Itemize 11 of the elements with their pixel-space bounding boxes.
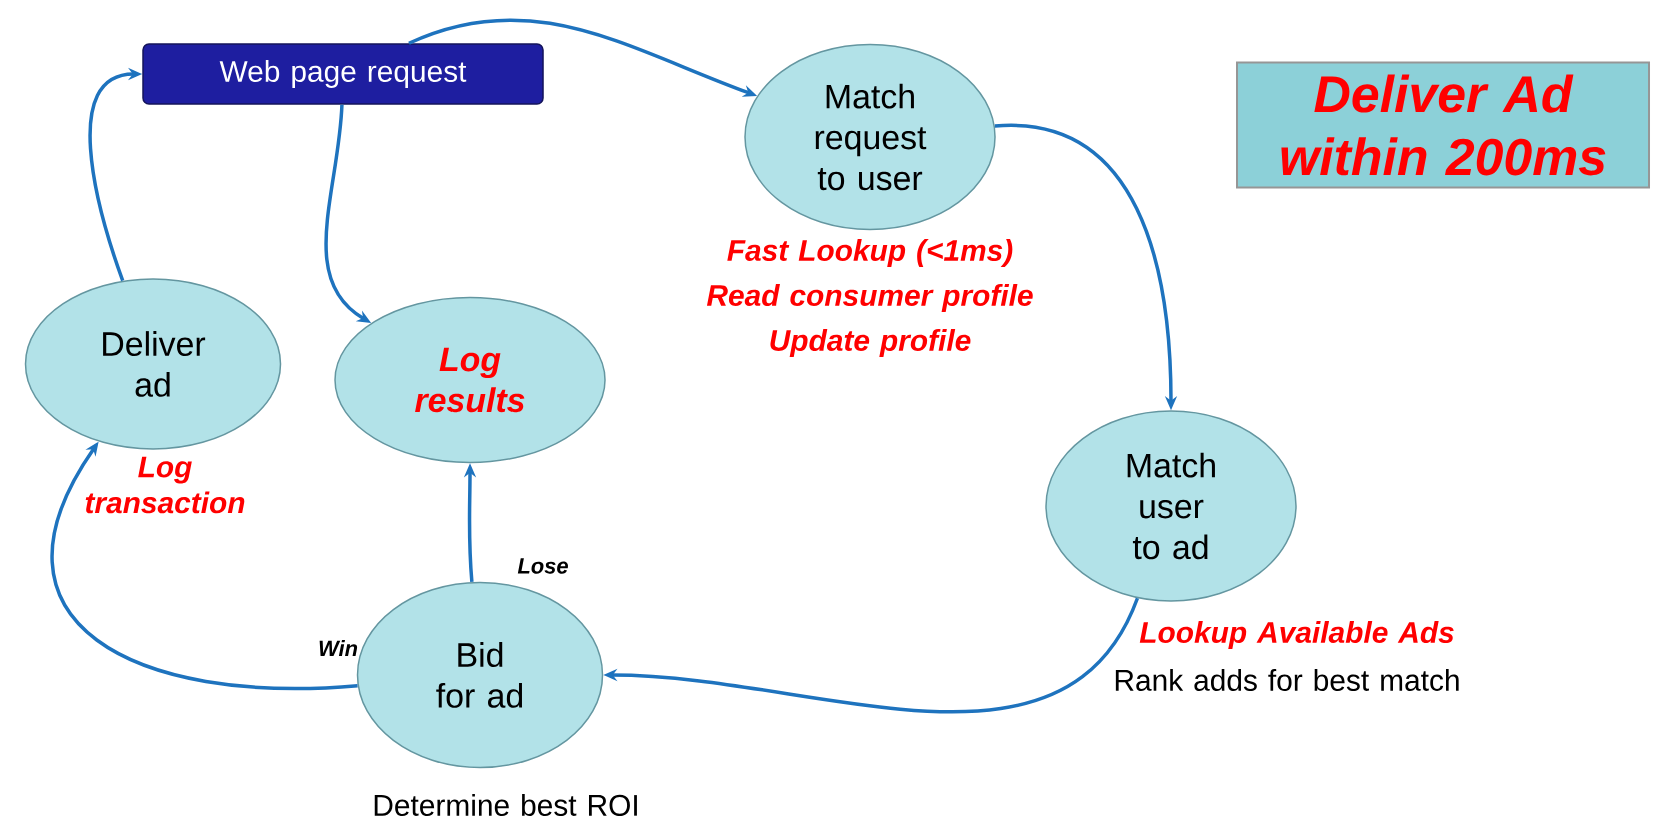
annotation-text: Fast Lookup (<1ms) [727, 239, 1013, 267]
annotation-text: Log transaction [85, 456, 245, 514]
edge-label: Lose [516, 557, 570, 575]
annotation-text: Determine best ROI [374, 794, 637, 816]
annotation-text: Read consumer profile [706, 284, 1033, 312]
annotation-text: Lookup Available Ads [1139, 621, 1454, 649]
annotation-text: Update profile [770, 329, 971, 357]
edge-label: Win [317, 639, 359, 657]
annotation-text: Rank adds for best match [1115, 669, 1459, 691]
callout-box: Deliver Ad within 200ms [1236, 61, 1650, 189]
process-box: Web page request [142, 43, 544, 105]
